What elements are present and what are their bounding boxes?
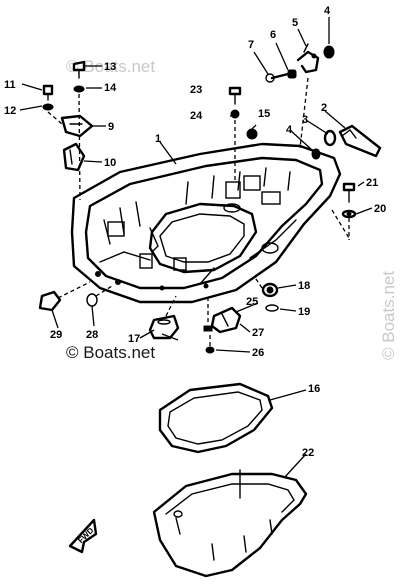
callout-29: 29 (50, 329, 62, 341)
watermark-top: © Boats.net (66, 57, 155, 76)
bolt-20-21-part (341, 182, 357, 219)
callout-18: 18 (298, 280, 310, 292)
fitting-25-27-26-part (203, 306, 242, 354)
gasket-16-part (158, 382, 274, 454)
callout-22: 22 (302, 447, 314, 459)
part-17 (148, 314, 180, 340)
callout-25: 25 (246, 296, 258, 308)
callout-13: 13 (104, 61, 116, 73)
part-28-29 (38, 290, 98, 312)
callout-1: 1 (155, 133, 161, 145)
assembly-dash-lines (47, 77, 350, 346)
callout-14: 14 (104, 82, 117, 94)
grommet-15-part (246, 128, 258, 140)
bottom-cowling-part (70, 142, 342, 304)
callout-17: 17 (128, 333, 140, 345)
callout-28: 28 (86, 329, 98, 341)
callout-21: 21 (366, 177, 378, 189)
callout-20: 20 (374, 203, 386, 215)
callout-4-lower: 4 (286, 124, 293, 136)
callout-4-upper: 4 (324, 5, 331, 17)
callout-15: 15 (258, 108, 270, 120)
callout-11: 11 (4, 79, 16, 91)
callout-10: 10 (104, 157, 116, 169)
callout-6: 6 (270, 29, 276, 41)
callout-23: 23 (190, 84, 202, 96)
lever-assembly-part (311, 124, 382, 160)
callout-5: 5 (292, 17, 298, 29)
callout-24: 24 (190, 110, 203, 122)
grommet-18-19-part (261, 282, 279, 312)
bolt-23-24-part (228, 86, 242, 119)
leader-lines (19, 17, 373, 479)
callout-9: 9 (108, 121, 114, 133)
lower-cover-22-part (152, 469, 308, 578)
hook-assembly-part (265, 43, 335, 83)
callout-2: 2 (321, 102, 327, 114)
callout-16: 16 (308, 383, 320, 395)
fwd-arrow-icon: FWD (68, 518, 98, 554)
watermark-middle: © Boats.net (66, 343, 155, 362)
callout-26: 26 (252, 347, 264, 359)
callout-3: 3 (302, 114, 308, 126)
callout-12: 12 (4, 105, 16, 117)
watermark-side: © Boats.net (379, 271, 398, 360)
callout-19: 19 (298, 306, 310, 318)
callout-numbers: 1 2 3 4 4 5 6 7 9 10 11 12 13 14 15 16 1… (4, 5, 386, 459)
left-hardware-part (42, 60, 94, 172)
callout-27: 27 (252, 327, 264, 339)
callout-7: 7 (248, 39, 254, 51)
